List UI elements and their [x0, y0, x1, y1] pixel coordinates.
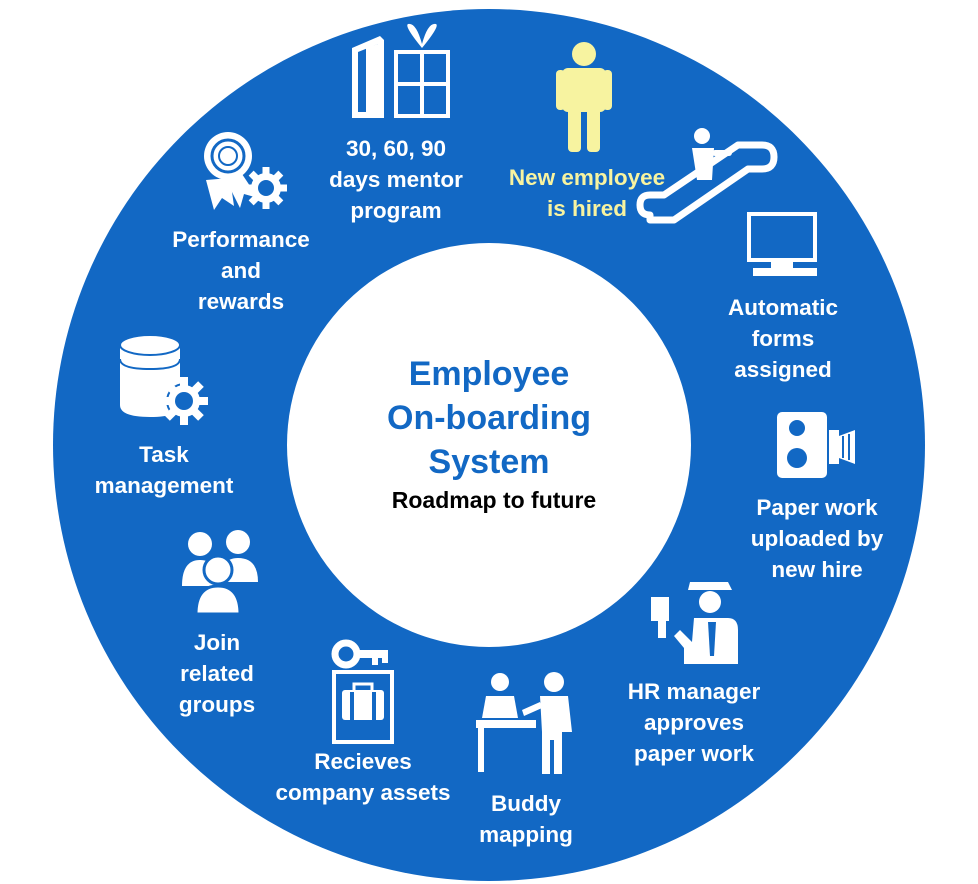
step-label-automatic-forms: Automatic forms assigned: [727, 295, 839, 382]
step-label-join-groups: Join related groups: [178, 630, 256, 717]
computer-monitor-icon: [747, 212, 817, 276]
camera-icon: [777, 412, 855, 478]
step-label-paper-work-uploaded: Paper work uploaded by new hire: [750, 495, 884, 582]
step-label-company-assets: Recieves company assets: [275, 749, 451, 805]
award-gear-icon: [204, 132, 287, 210]
book-gift-icon: [352, 23, 450, 118]
step-label-hr-approves: HR manager approves paper work: [627, 679, 761, 766]
step-label-buddy-mapping: Buddy mapping: [479, 791, 573, 847]
step-label-mentor-program: 30, 60, 90 days mentor program: [329, 136, 463, 223]
inspector-icon: [649, 582, 738, 664]
key-locker-icon: [331, 639, 394, 744]
database-gear-icon: [119, 334, 208, 425]
center-circle: [287, 243, 691, 647]
step-label-new-employee-hired: New employee is hired: [508, 165, 666, 221]
step-label-task-management: Task management: [94, 442, 234, 498]
person-escalator-icon: [556, 42, 778, 224]
center-title: Employee On-boarding System: [387, 355, 591, 481]
people-group-icon: [182, 530, 258, 616]
reception-desk-icon: [476, 672, 572, 774]
center-subtitle: Roadmap to future: [391, 487, 597, 513]
step-label-performance-rewards: Performance and rewards: [172, 227, 310, 314]
